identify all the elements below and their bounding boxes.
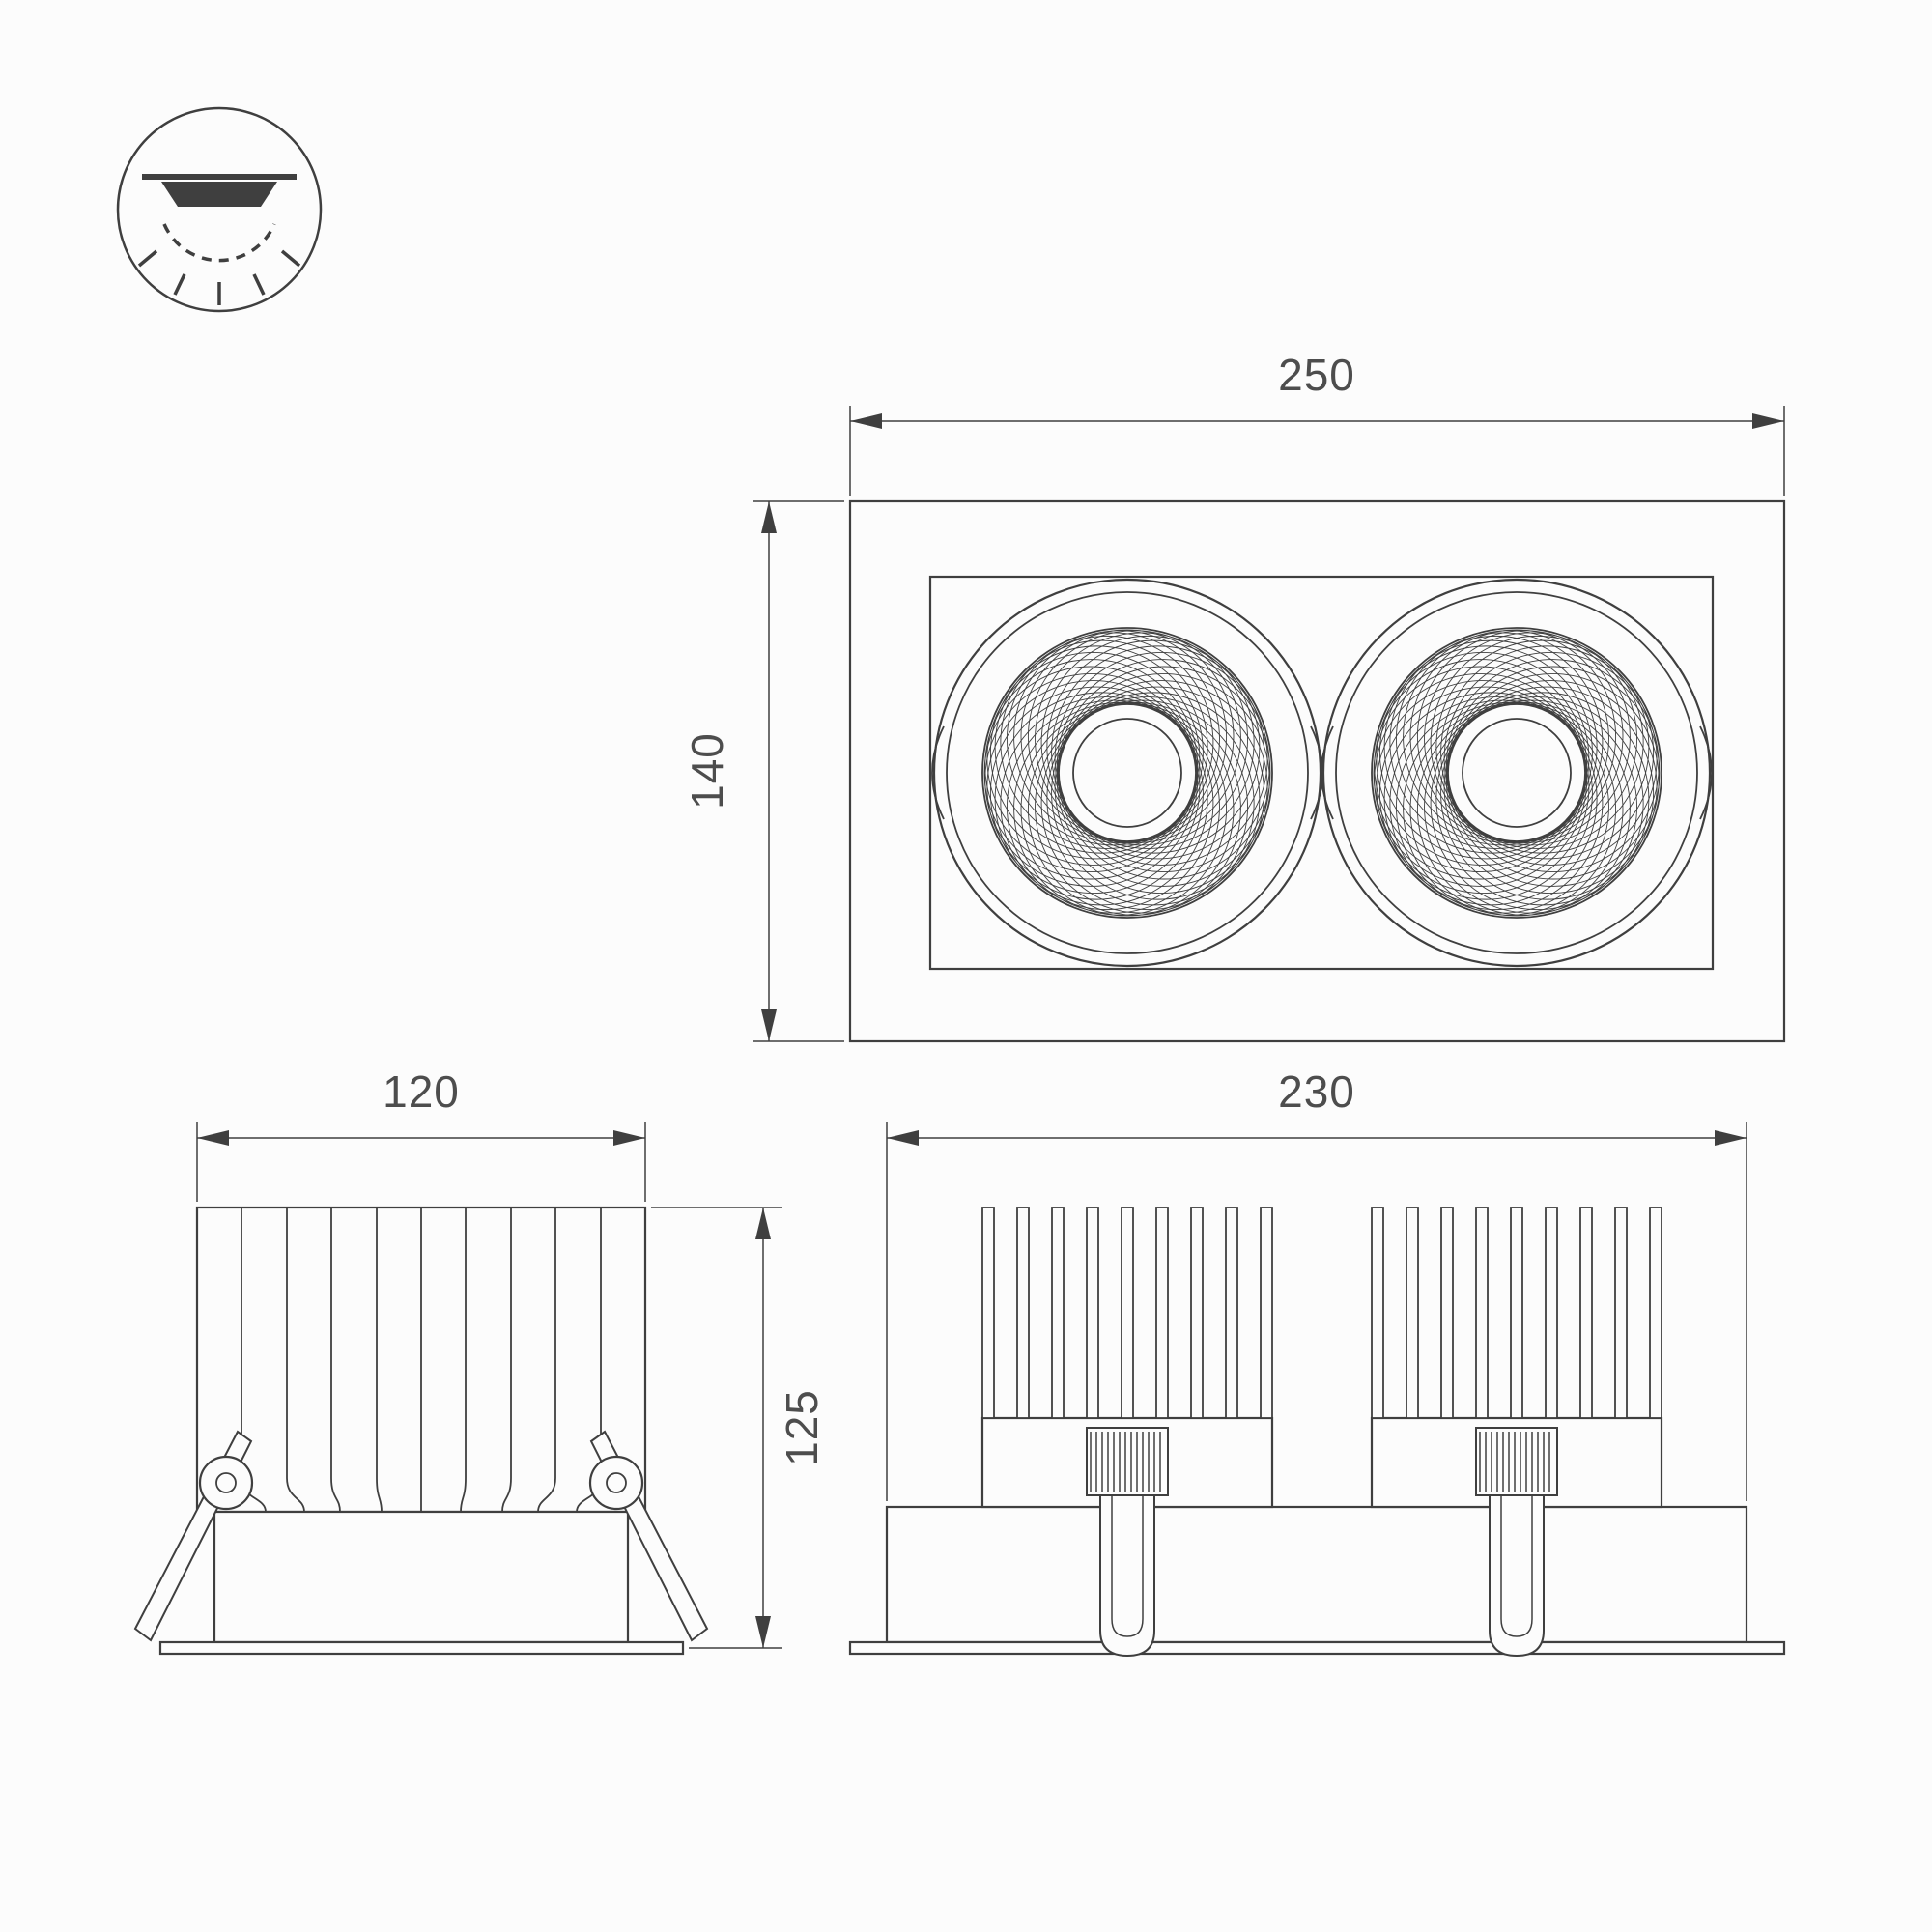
lamp-right-gimbal-arc-left — [1321, 725, 1334, 820]
dim-label-front-height: 140 — [682, 732, 732, 810]
side-heatsink-funnel — [241, 1477, 602, 1513]
dim-label-side-height: 125 — [777, 1389, 827, 1466]
end-clip-right-strap-inner — [1500, 1495, 1533, 1637]
icon-light-arc — [162, 223, 276, 263]
end-clip-left-strap-inner — [1111, 1495, 1144, 1637]
end-flange — [848, 1640, 1786, 1656]
front-outer-frame — [848, 499, 1786, 1043]
spring-clip-left-pivot — [198, 1455, 254, 1511]
end-clip-left-spring-hatch — [1090, 1432, 1161, 1492]
dim-front-height: 140 — [682, 500, 844, 1042]
icon-lamp-body — [161, 182, 277, 207]
spring-clip-right-pivot — [588, 1455, 644, 1511]
dim-label-front-width: 250 — [1278, 350, 1355, 400]
recessed-downlight-icon — [116, 106, 323, 313]
front-view — [848, 499, 1786, 1043]
dim-side-width: 120 — [196, 1066, 646, 1202]
lamp-left — [861, 506, 1395, 1040]
dim-end-width: 230 — [886, 1066, 1747, 1501]
end-clip-left-spring — [1086, 1427, 1169, 1496]
end-view — [848, 1207, 1786, 1658]
end-clip-right-strap — [1489, 1494, 1545, 1658]
lamp-left-reflector-mesh — [861, 506, 1395, 1040]
side-view — [133, 1206, 709, 1656]
lamp-right-gimbal-arc-right — [1699, 725, 1713, 820]
end-clip-right-spring-hatch — [1479, 1432, 1550, 1492]
spring-clip-right-pin — [606, 1472, 627, 1493]
side-trim-body — [213, 1510, 630, 1644]
dim-label-end-width: 230 — [1278, 1066, 1355, 1117]
dim-side-height: 125 — [651, 1207, 827, 1649]
end-clip-right-spring — [1475, 1427, 1558, 1496]
end-housing-body — [885, 1505, 1748, 1644]
icon-light-rays — [137, 249, 301, 305]
dim-front-width: 250 — [849, 350, 1785, 496]
front-inner-frame — [928, 575, 1715, 971]
spring-clip-left-pin — [215, 1472, 237, 1493]
dim-label-side-width: 120 — [383, 1066, 460, 1117]
end-clip-right — [1475, 1427, 1558, 1658]
lamp-right-reflector-mesh — [1250, 506, 1784, 1040]
side-flange — [158, 1640, 685, 1656]
side-heatsink-fins — [241, 1208, 602, 1478]
lamp-left-gimbal-arc-left — [931, 725, 945, 820]
lamp-right — [1250, 506, 1784, 1040]
icon-circle — [116, 106, 323, 313]
end-clip-left — [1086, 1427, 1169, 1658]
end-clip-left-strap — [1099, 1494, 1155, 1658]
